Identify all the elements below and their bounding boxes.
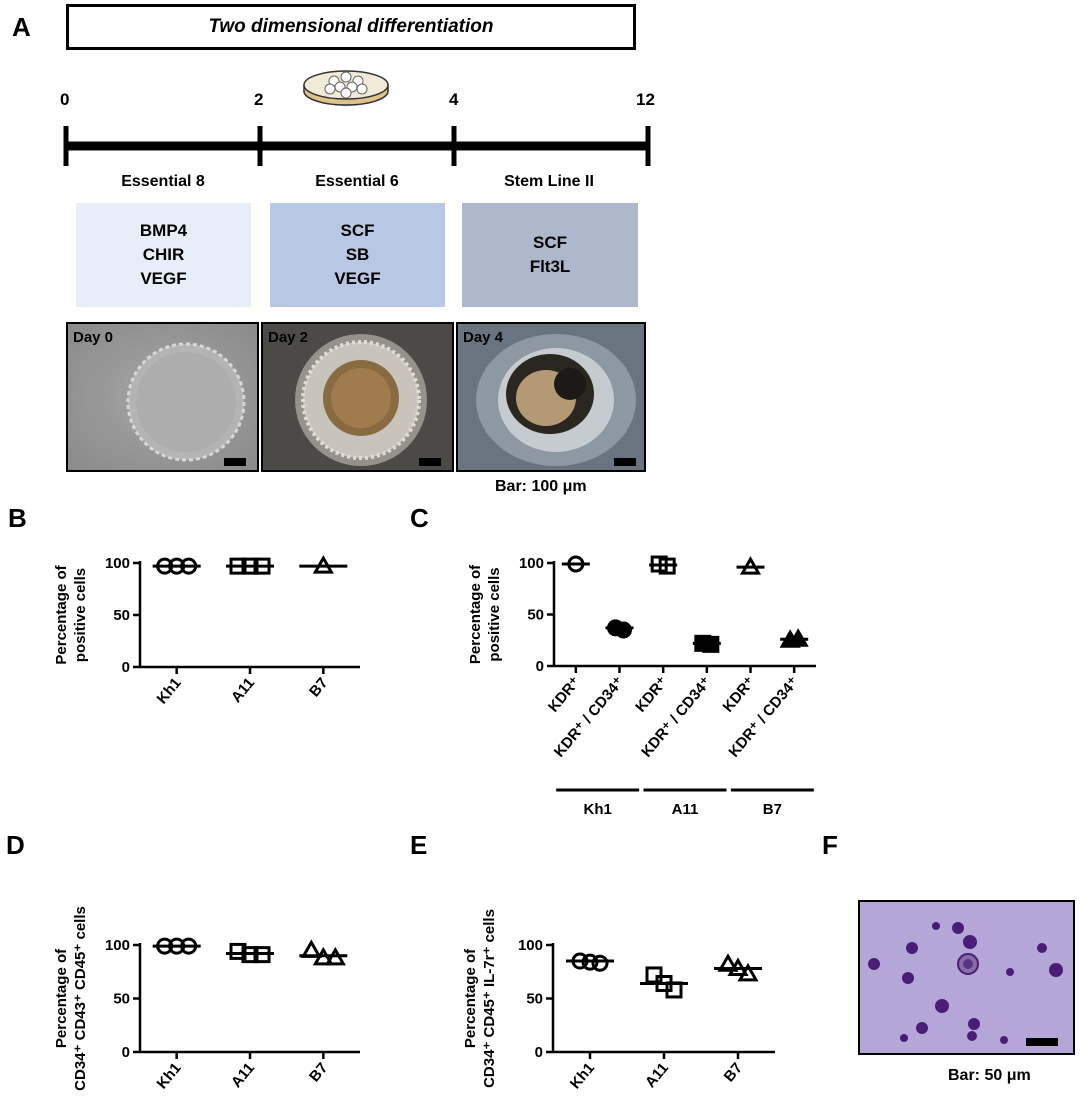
data-point <box>229 942 247 960</box>
colony-image <box>126 342 246 462</box>
factor-box-stage3: SCF Flt3L <box>462 203 638 307</box>
x-tick-label: A11 <box>228 1060 258 1091</box>
y-axis-label: Percentage of <box>53 948 70 1048</box>
panel-letter-c: C <box>410 503 429 533</box>
micrograph-day-2: Day 2 <box>261 322 454 472</box>
factor-box-stage1: BMP4 CHIR VEGF <box>76 203 251 307</box>
factor-label: SB <box>345 245 370 264</box>
factor-label: CHIR <box>142 245 185 264</box>
x-tick-label: A11 <box>228 675 258 706</box>
culture-dish-icon <box>303 70 389 106</box>
x-tick-label: KDR⁺ <box>720 674 759 716</box>
x-tick-label: KDR⁺ <box>545 674 584 716</box>
scale-bar <box>224 458 246 466</box>
x-tick-label: B7 <box>306 1060 331 1086</box>
medium-label: Stem Line II <box>504 173 594 190</box>
y-tick-label: 100 <box>518 937 543 954</box>
factor-label: VEGF <box>140 269 187 288</box>
x-tick-label: KDR⁺ <box>632 674 671 716</box>
colony-image <box>476 334 636 466</box>
y-axis-label: Percentage of <box>467 564 484 664</box>
y-axis-label: CD34⁺ CD43⁺ CD45⁺ cells <box>72 906 89 1091</box>
y-tick-label: 100 <box>105 555 130 572</box>
data-point <box>737 962 759 982</box>
x-tick-label: B7 <box>306 675 331 701</box>
factor-label: Flt3L <box>529 257 571 276</box>
data-point <box>717 953 739 972</box>
timeline-day-12: 12 <box>636 90 655 109</box>
scale-bar-label: Bar: 50 μm <box>948 1067 1031 1084</box>
medium-label: Essential 8 <box>121 173 205 190</box>
y-tick-label: 0 <box>122 659 130 676</box>
y-axis-label: CD34⁺ CD45⁺ IL-7r⁺ cells <box>481 909 498 1088</box>
x-tick-label: Kh1 <box>153 1060 184 1093</box>
data-point <box>645 966 663 984</box>
micrograph-label: Day 4 <box>463 329 504 346</box>
medium-label: Essential 6 <box>315 173 399 190</box>
micrograph-day-4: Day 4 <box>456 322 646 472</box>
scale-bar <box>614 458 636 466</box>
y-tick-label: 0 <box>122 1044 130 1061</box>
micrograph-label: Day 0 <box>73 329 114 346</box>
timeline-day-0: 0 <box>60 90 70 109</box>
y-tick-label: 0 <box>535 1044 543 1061</box>
y-axis-label: positive cells <box>72 568 89 662</box>
factor-label: SCF <box>533 233 567 252</box>
group-label: B7 <box>763 801 782 818</box>
group-label: A11 <box>672 801 699 818</box>
colony-image <box>295 334 427 466</box>
panel-letter-e: E <box>410 830 428 860</box>
scale-bar-label: Bar: 100 μm <box>495 478 587 495</box>
group-label: Kh1 <box>583 801 611 818</box>
scale-bar <box>419 458 441 466</box>
x-tick-label: Kh1 <box>567 1060 598 1093</box>
y-tick-label: 50 <box>113 607 130 624</box>
y-tick-label: 0 <box>536 658 544 675</box>
data-point <box>591 954 609 972</box>
x-tick-label: Kh1 <box>153 675 184 708</box>
factor-box-stage2: SCF SB VEGF <box>270 203 445 307</box>
factor-label: SCF <box>340 221 375 240</box>
y-tick-label: 50 <box>527 607 544 624</box>
timeline <box>63 126 651 166</box>
factor-label: BMP4 <box>139 221 188 240</box>
cytospin-micrograph <box>858 900 1075 1055</box>
panel-letter-f: F <box>822 830 838 860</box>
timeline-day-4: 4 <box>449 90 459 109</box>
y-axis-label: positive cells <box>486 567 503 661</box>
scale-bar <box>1026 1038 1058 1046</box>
factor-label: VEGF <box>334 269 381 288</box>
y-tick-label: 50 <box>113 991 130 1008</box>
x-tick-label: A11 <box>642 1060 672 1091</box>
protocol-title: Two dimensional differentiation <box>208 16 494 37</box>
y-tick-label: 100 <box>519 555 544 572</box>
y-tick-label: 50 <box>526 991 543 1008</box>
data-point <box>615 621 632 639</box>
y-axis-label: Percentage of <box>462 948 479 1048</box>
micrograph-label: Day 2 <box>268 329 309 346</box>
cells-image <box>868 922 1063 1046</box>
micrograph-day-0: Day 0 <box>66 322 259 472</box>
timeline-day-2: 2 <box>254 90 264 109</box>
panel-letter-b: B <box>8 503 27 533</box>
x-tick-label: B7 <box>721 1060 746 1086</box>
y-axis-label: Percentage of <box>53 564 70 664</box>
panel-letter-a: A <box>12 12 31 42</box>
y-tick-label: 100 <box>105 937 130 954</box>
panel-letter-d: D <box>6 830 25 860</box>
protocol-title-box: Two dimensional differentiation <box>66 4 636 50</box>
